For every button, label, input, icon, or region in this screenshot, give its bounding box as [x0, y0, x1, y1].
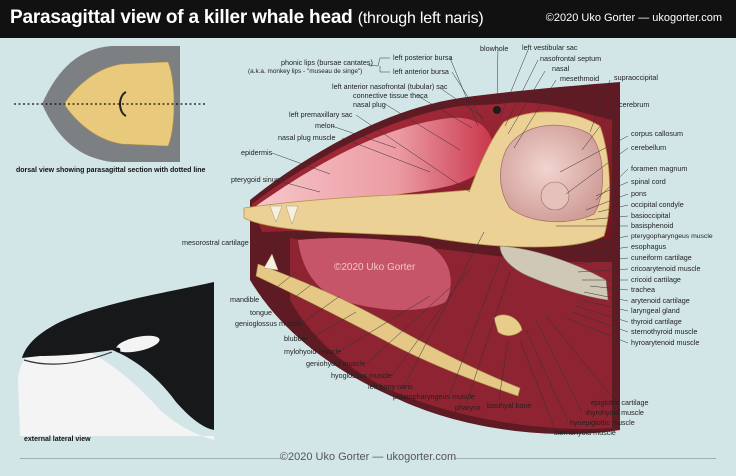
mandible-bone	[255, 263, 521, 397]
label-palatopharyngeus-muscle: palatopharyngeus muscle	[393, 392, 475, 401]
blowhole-mark	[493, 106, 501, 114]
main-section: ©2020 Uko Gorter	[243, 82, 620, 435]
label-spinal-cord: spinal cord	[631, 177, 666, 186]
larynx-structure	[499, 245, 609, 301]
label-genioglossus-muscle: genioglossus muscle	[235, 319, 302, 328]
label-cerebrum: cerebrum	[619, 100, 649, 109]
label-thyrohyoid-muscle: thyrohyoid muscle	[586, 408, 644, 417]
label-basisphenoid: basisphenoid	[631, 221, 673, 230]
title-bar: Parasagittal view of a killer whale head…	[0, 0, 736, 38]
label-left-bony-naris: left bony naris	[368, 382, 413, 391]
label-pharynx: pharynx	[455, 403, 481, 412]
footer-rule-right	[454, 458, 716, 459]
label-left-anterior-nasofrontal-sac: left anterior nasofrontal (tubular) sac	[332, 82, 448, 91]
label-left-premaxillary-sac: left premaxillary sac	[289, 110, 353, 119]
label-hyoepiglottic-muscle: hyoepiglottic muscle	[570, 418, 635, 427]
lateral-body-black	[22, 282, 214, 430]
label-basioccipital: basioccipital	[631, 211, 671, 220]
label-cuneiform-cartilage: cuneiform cartilage	[631, 253, 692, 262]
label-mandible: mandible	[230, 295, 259, 304]
dorsal-blowhole-mark	[119, 91, 127, 117]
label-corpus-callosum: corpus callosum	[631, 129, 683, 138]
tongue-shape	[298, 238, 451, 311]
page-title: Parasagittal view of a killer whale head…	[10, 7, 484, 29]
label-nasofrontal-septum: nasofrontal septum	[540, 54, 601, 63]
label-phonic-lips: phonic lips (bursae cantates)	[281, 58, 373, 67]
label-left-anterior-bursa: left anterior bursa	[393, 67, 449, 76]
label-mylohyoid-muscle: mylohyoid muscle	[284, 347, 341, 356]
label-mesorostral-cartilage: mesorostral cartilage	[182, 238, 249, 247]
label-left-posterior-bursa: left posterior bursa	[393, 53, 453, 62]
leader-lines	[261, 47, 629, 433]
lateral-eye-patch	[116, 335, 160, 353]
label-cricoid-cartilage: cricoid cartilage	[631, 275, 681, 284]
lateral-eye	[115, 347, 121, 353]
label-esophagus: esophagus	[631, 242, 667, 251]
cerebellum-shape	[540, 181, 570, 211]
lateral-view-caption: external lateral view	[24, 436, 91, 443]
footer-credit: ©2020 Uko Gorter — ukogorter.com	[279, 451, 457, 463]
footer-rule-left	[20, 458, 282, 459]
label-sternohyoid-muscle: sternohyoid muscle	[554, 428, 616, 437]
title-text: Parasagittal view of a killer whale head	[10, 7, 353, 28]
dorsal-view-caption: dorsal view showing parasagittal section…	[16, 167, 206, 174]
label-cricoarytenoid-muscle: cricoarytenoid muscle	[631, 264, 701, 273]
lateral-view-inset: external lateral view	[18, 282, 214, 443]
label-pterygoid-sinus: pterygoid sinus	[231, 175, 280, 184]
label-occipital-condyle: occipital condyle	[631, 200, 684, 209]
label-monkey-lips: (a.k.a. monkey lips - "museau de singe")	[248, 68, 362, 75]
watermark: ©2020 Uko Gorter	[334, 262, 416, 273]
label-cerebellum: cerebellum	[631, 143, 666, 152]
label-hyroarytenoid-muscle: hyroarytenoid muscle	[631, 338, 699, 347]
label-left-vestibular-sac: left vestibular sac	[522, 43, 578, 52]
label-nasal: nasal	[552, 64, 570, 73]
label-basihyal-bone: basihyal bone	[487, 401, 531, 410]
footer: ©2020 Uko Gorter — ukogorter.com	[0, 446, 736, 470]
label-epiglottic-cartilage: epiglottic cartilage	[591, 398, 649, 407]
page-subtitle: (through left naris)	[357, 10, 484, 27]
label-hyoglossus-muscle: hyoglossus muscle	[331, 371, 392, 380]
label-melon: melon	[315, 121, 335, 130]
melon-fat	[256, 117, 494, 206]
label-epidermis: epidermis	[241, 148, 273, 157]
label-arytenoid-cartilage: arytenoid cartilage	[631, 296, 690, 305]
label-thyroid-cartilage: thyroid cartilage	[631, 317, 682, 326]
tooth-lower	[263, 253, 279, 271]
label-sternothyroid-muscle: sternothyroid muscle	[631, 327, 697, 336]
label-blubber: blubber	[284, 334, 309, 343]
label-blowhole: blowhole	[480, 44, 508, 53]
tooth-upper-1	[269, 205, 283, 223]
brain-case	[500, 124, 603, 223]
label-nasal-plug: nasal plug	[353, 100, 386, 109]
basihyal-bone-shape	[493, 314, 523, 336]
label-foramen-magnum: foramen magnum	[631, 164, 687, 173]
header-credit: ©2020 Uko Gorter — ukogorter.com	[545, 12, 722, 24]
label-supraoccipital: supraoccipital	[614, 73, 658, 82]
label-pterygopharyngeus-muscle: pterygopharyngeus muscle	[631, 233, 713, 240]
labels: phonic lips (bursae cantates) (a.k.a. mo…	[182, 43, 713, 437]
label-connective-tissue-theca: connective tissue theca	[353, 91, 428, 100]
tooth-upper-2	[285, 205, 299, 225]
label-nasal-plug-muscle: nasal plug muscle	[278, 133, 336, 142]
lateral-body-white	[18, 341, 214, 440]
label-pons: pons	[631, 189, 647, 198]
label-laryngeal-gland: laryngeal gland	[631, 306, 680, 315]
label-geniohyoid-muscle: geniohyoid muscle	[306, 359, 366, 368]
dorsal-view-inset: dorsal view showing parasagittal section…	[14, 46, 206, 174]
label-tongue: tongue	[250, 308, 272, 317]
label-trachea: trachea	[631, 285, 655, 294]
label-mesethmoid: mesethmoid	[560, 74, 599, 83]
lateral-jaw-line	[23, 351, 113, 365]
